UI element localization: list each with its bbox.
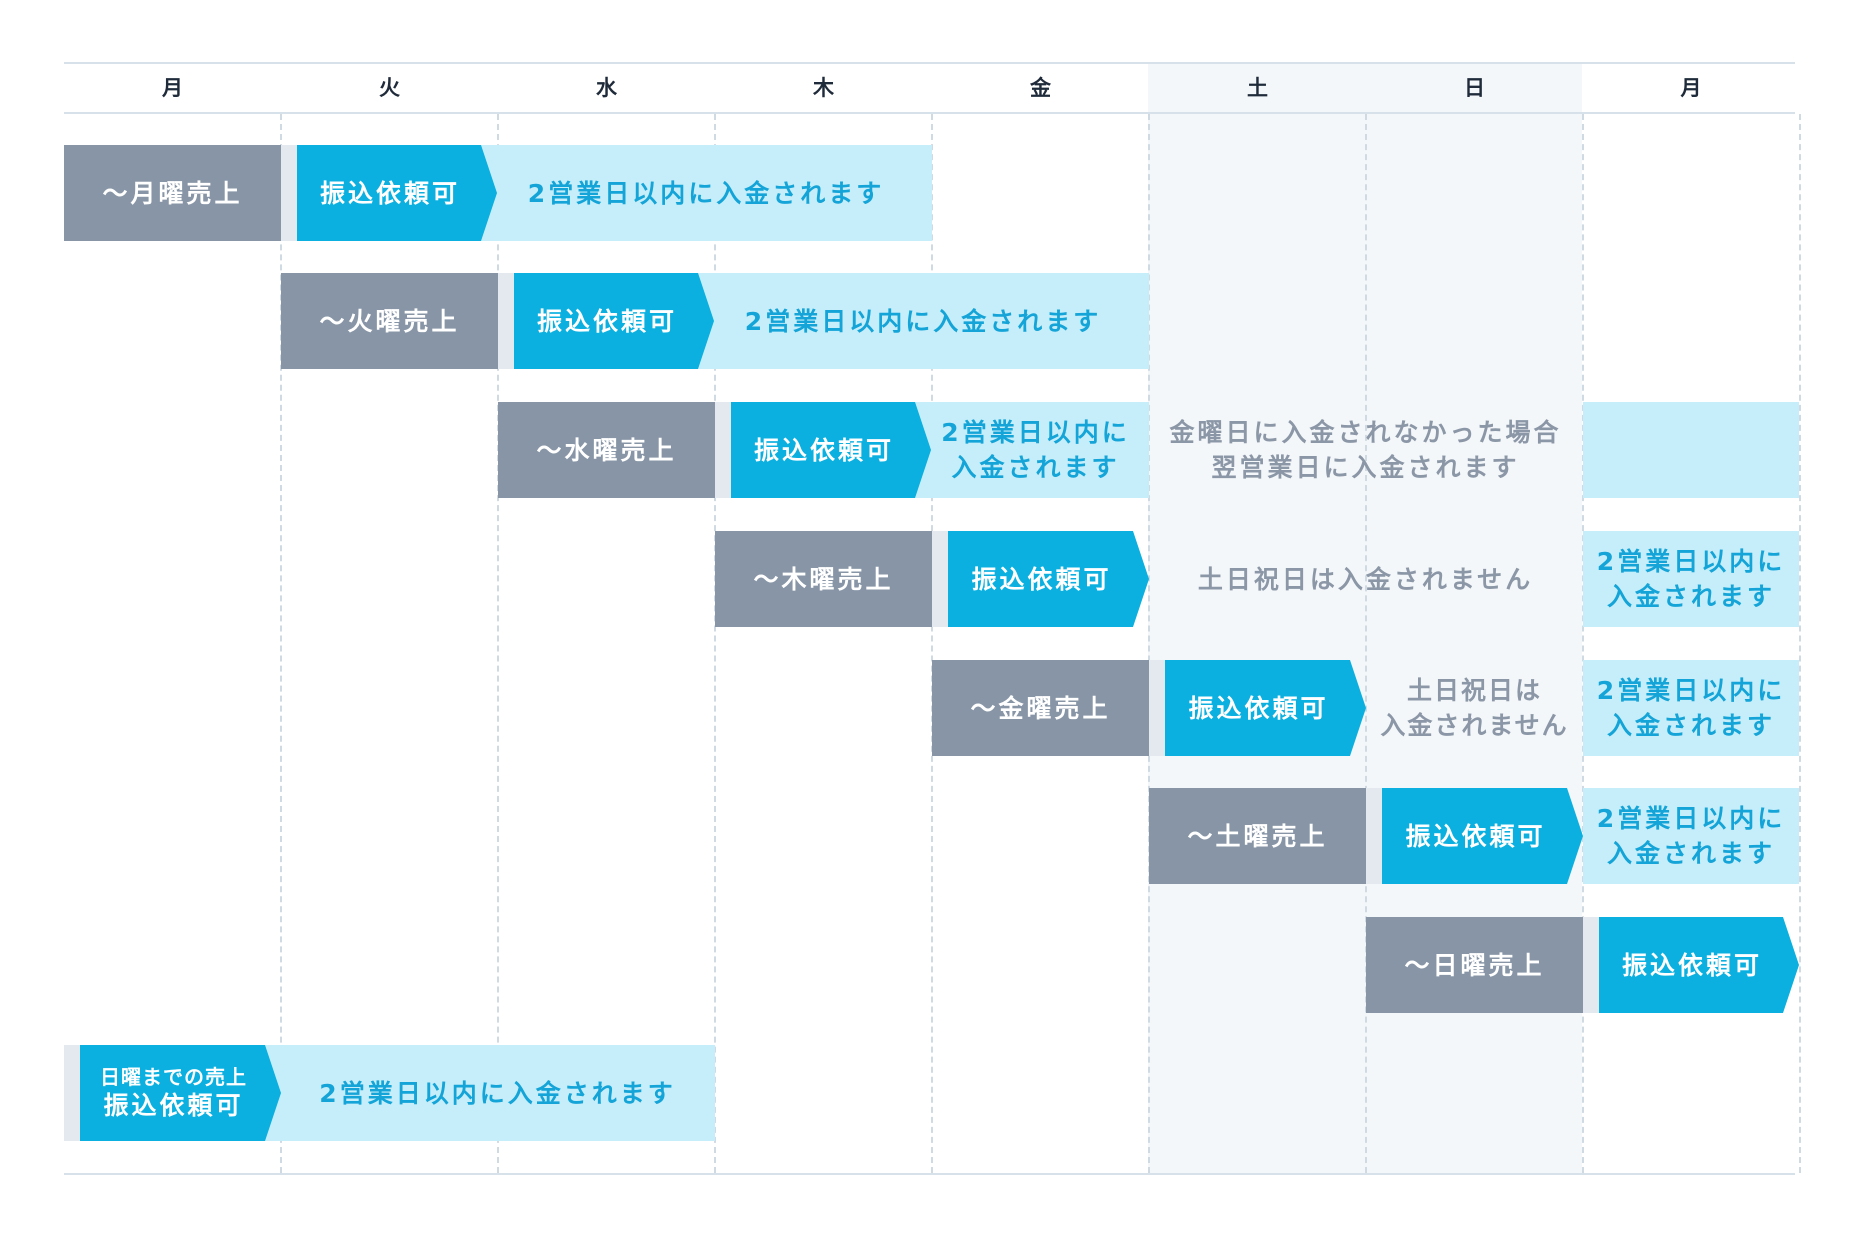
note-text: 土日祝日は入金されません — [1197, 564, 1534, 594]
bottom-line — [64, 1173, 1795, 1175]
header-bottom-line — [64, 112, 1795, 114]
transfer-arrow: 振込依頼可 — [731, 402, 931, 498]
column-divider — [497, 114, 499, 1173]
column-divider — [1148, 114, 1150, 1173]
column-divider — [1799, 114, 1801, 1173]
deposit-block: 2営業日以内に入金されます — [687, 273, 1149, 369]
deposit-block: 2営業日以内に 入金されます — [1583, 788, 1799, 884]
gap-block — [498, 273, 514, 369]
column-divider — [1365, 114, 1367, 1173]
sales-block: ～火曜売上 — [281, 273, 498, 369]
transfer-arrow: 振込依頼可 — [514, 273, 714, 369]
transfer-arrow: 振込依頼可 — [297, 145, 497, 241]
deposit-block: 2営業日以内に 入金されます — [1583, 660, 1799, 756]
sales-block: ～木曜売上 — [715, 531, 932, 627]
gap-block — [1583, 917, 1599, 1013]
day-header-sun: 日 — [1464, 76, 1485, 100]
gap-block — [281, 145, 297, 241]
deposit-block: 2営業日以内に入金されます — [262, 1045, 715, 1141]
note-text: 土日祝日は 入金されません — [1380, 676, 1569, 740]
transfer-arrow: 振込依頼可 — [1599, 917, 1799, 1013]
note-text: 金曜日に入金されなかった場合 翌営業日に入金されます — [1169, 418, 1562, 482]
column-divider — [931, 114, 933, 1173]
gap-block — [715, 402, 731, 498]
day-header-thu: 木 — [813, 76, 834, 100]
day-header-mon: 月 — [162, 76, 183, 100]
gap-block — [1366, 788, 1382, 884]
day-header-wed: 水 — [596, 76, 617, 100]
sales-block: ～土曜売上 — [1149, 788, 1366, 884]
sales-block: ～金曜売上 — [932, 660, 1149, 756]
header-top-line — [64, 62, 1795, 64]
gap-block — [932, 531, 948, 627]
day-header-fri: 金 — [1030, 76, 1051, 100]
deposit-block: 2営業日以内に入金されます — [470, 145, 932, 241]
sales-block: ～水曜売上 — [498, 402, 715, 498]
transfer-arrow: 日曜までの売上 振込依頼可 — [80, 1045, 281, 1141]
transfer-arrow: 振込依頼可 — [1165, 660, 1366, 756]
sales-block: ～月曜売上 — [64, 145, 281, 241]
day-header-tue: 火 — [379, 76, 400, 100]
day-header-next-mon: 月 — [1680, 76, 1702, 100]
deposit-block: 2営業日以内に 入金されます — [904, 402, 1149, 498]
transfer-arrow: 振込依頼可 — [948, 531, 1149, 627]
sales-block: ～日曜売上 — [1366, 917, 1583, 1013]
column-divider — [280, 114, 282, 1173]
gap-block — [1149, 660, 1165, 756]
gap-block — [64, 1045, 80, 1141]
transfer-arrow: 振込依頼可 — [1382, 788, 1583, 884]
column-divider — [714, 114, 716, 1173]
deposit-block: 2営業日以内に 入金されます — [1583, 531, 1799, 627]
deposit-block — [1583, 402, 1799, 498]
column-divider — [1582, 114, 1584, 1173]
day-header-sat: 土 — [1247, 76, 1268, 100]
